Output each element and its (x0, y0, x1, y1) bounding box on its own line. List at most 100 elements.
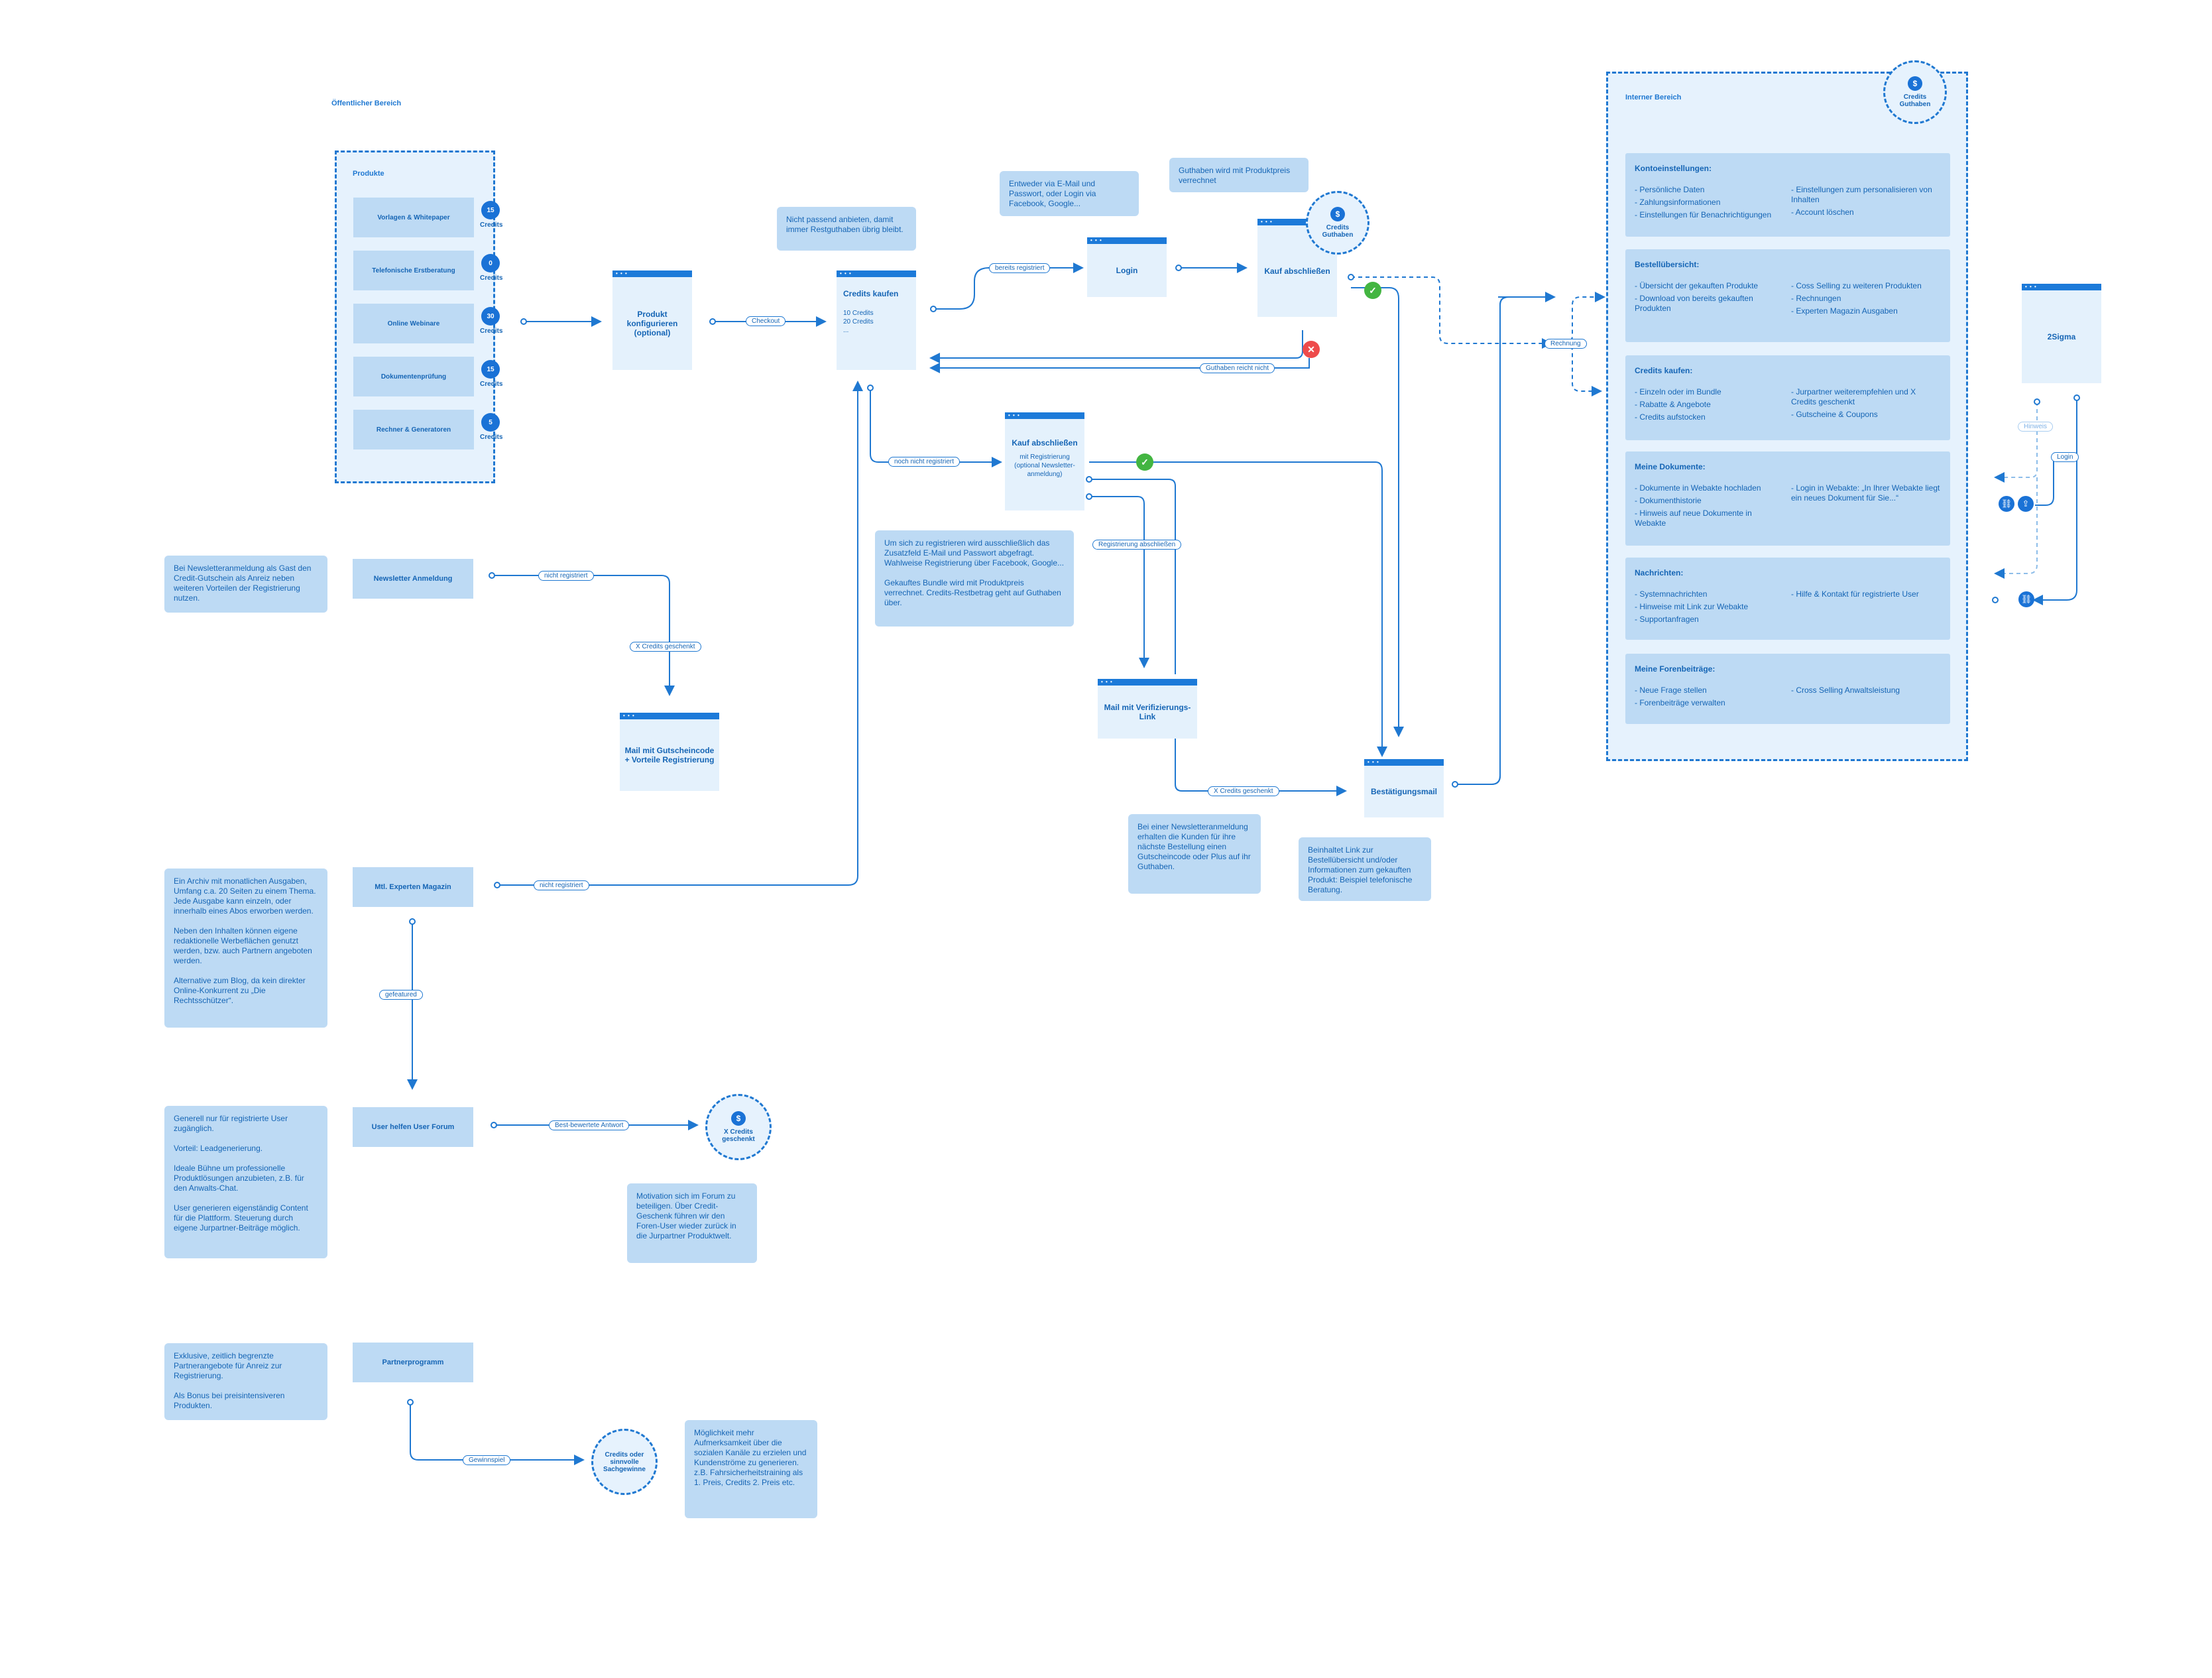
link-icon[interactable]: ⛓ (1999, 496, 2014, 512)
checkout-unregistered-screen[interactable]: Kauf abschließen mit Registrierung (opti… (1005, 412, 1084, 510)
internal-section-item[interactable]: - Einstellungen für Benachrichtigungen (1635, 210, 1772, 219)
credits-count-badge: 30 (481, 307, 500, 326)
expert-magazine-box[interactable]: Mtl. Experten Magazin (353, 867, 473, 907)
internal-section-item[interactable]: - Supportanfragen (1635, 615, 1699, 624)
sigma-title: 2Sigma (2047, 332, 2076, 341)
internal-section-left-column: - Neue Frage stellen - Forenbeiträge verw… (1635, 686, 1784, 711)
login-screen[interactable]: Login (1087, 237, 1167, 297)
internal-section-item[interactable]: - Einzeln oder im Bundle (1635, 387, 1721, 396)
internal-section[interactable]: Kontoeinstellungen:- Persönliche Daten- … (1625, 153, 1950, 237)
internal-section-left-column: - Persönliche Daten - Zahlungsinformation… (1635, 185, 1784, 223)
internal-section[interactable]: Meine Dokumente: - Dokumente in Webakte h… (1625, 451, 1950, 546)
internal-section-title: Bestellübersicht: (1635, 260, 1700, 269)
checkout-unregistered-title: Kauf abschließen (1012, 438, 1078, 448)
internal-section-item[interactable]: - Systemnachrichten (1635, 589, 1708, 599)
internal-section-item[interactable]: - Rechnungen (1791, 294, 1841, 303)
internal-section[interactable]: Nachrichten:- Systemnachrichten- Hinweis… (1625, 558, 1950, 640)
credits-caption: Credits (480, 328, 503, 335)
note-registration: Um sich zu registrieren wird ausschließl… (875, 530, 1074, 627)
contest-reward-line2: sinnvolle (610, 1458, 639, 1466)
internal-section-right-column: - Cross Selling Anwaltsleistung (1791, 686, 1941, 711)
badge-subtitle: Guthaben (1322, 231, 1354, 239)
product-item[interactable]: Online Webinare (353, 304, 474, 343)
product-item[interactable]: Vorlagen & Whitepaper (353, 198, 474, 237)
internal-section-item[interactable]: - Neue Frage stellen (1635, 686, 1707, 695)
note-newsletter-guest: Bei Newsletteranmeldung als Gast den Cre… (164, 556, 327, 613)
internal-section-item[interactable]: - Jurpartner weiterempfehlen und X Credi… (1791, 387, 1916, 406)
voucher-mail-title: Mail mit Gutscheincode + Vorteile Regist… (624, 746, 715, 764)
upload-icon[interactable]: ⇪ (2018, 496, 2034, 512)
internal-section-item[interactable]: - Login in Webakte: „In Ihrer Webakte li… (1791, 483, 1940, 503)
buy-credits-option[interactable]: ... (843, 327, 849, 334)
internal-section[interactable]: Meine Forenbeiträge:- Neue Frage stellen… (1625, 654, 1950, 724)
internal-section-item[interactable]: - Zahlungsinformationen (1635, 198, 1721, 207)
link-icon[interactable]: ⛓ (2018, 591, 2034, 607)
internal-section-item[interactable]: - Experten Magazin Ausgaben (1791, 306, 1898, 316)
internal-section-left-column: - Einzeln oder im Bundle - Rabatte & Ange… (1635, 387, 1784, 425)
buy-credits-option[interactable]: 10 Credits (843, 310, 874, 317)
partner-program-box[interactable]: Partnerprogramm (353, 1343, 473, 1382)
product-item[interactable]: Dokumentenprüfung (353, 357, 474, 396)
internal-section-item[interactable]: - Cross Selling Anwaltsleistung (1791, 686, 1900, 695)
public-area-label: Öffentlicher Bereich (331, 99, 402, 107)
internal-area-region: Interner Bereich $ Credits Guthaben Kont… (1606, 60, 1968, 761)
contest-reward-line1: Credits oder (605, 1451, 644, 1459)
user-forum-box[interactable]: User helfen User Forum (353, 1107, 473, 1147)
internal-section-item[interactable]: - Gutscheine & Coupons (1791, 410, 1878, 419)
product-item[interactable]: Rechner & Generatoren (353, 410, 474, 449)
internal-section-item[interactable]: - Hinweise mit Link zur Webakte (1635, 602, 1749, 611)
internal-section-item[interactable]: - Hilfe & Kontakt für registrierte User (1791, 589, 1919, 599)
edge-label-contest: Gewinnspiel (463, 1455, 511, 1465)
success-check-icon: ✓ (1364, 282, 1381, 299)
internal-section-item[interactable]: - Dokumente in Webakte hochladen (1635, 483, 1761, 493)
note-forum: Generell nur für registrierte User zugän… (164, 1106, 327, 1258)
buy-credits-title: Credits kaufen (843, 289, 899, 298)
verify-mail-screen[interactable]: Mail mit Verifizierungs-Link (1098, 679, 1197, 739)
buy-credits-screen[interactable]: Credits kaufen 10 Credits 20 Credits ... (837, 270, 916, 370)
configure-screen[interactable]: Produkt konfigurieren (optional) (612, 270, 692, 370)
internal-section-item[interactable]: - Persönliche Daten (1635, 185, 1705, 194)
sigma-screen[interactable]: 2Sigma (2022, 284, 2101, 383)
internal-section-item[interactable]: - Credits aufstocken (1635, 412, 1706, 422)
internal-section-right-column: - Einstellungen zum personalisieren von … (1791, 185, 1941, 223)
newsletter-signup-box[interactable]: Newsletter Anmeldung (353, 559, 473, 599)
internal-section-item[interactable]: - Dokumenthistorie (1635, 496, 1702, 505)
internal-section-item[interactable]: - Coss Selling zu weiteren Produkten (1791, 281, 1922, 290)
product-item[interactable]: Telefonische Erstberatung (353, 251, 474, 290)
internal-section-left-column: - Systemnachrichten - Hinweise mit Link z… (1635, 589, 1784, 627)
credits-caption: Credits (480, 434, 503, 441)
internal-section-item[interactable]: - Einstellungen zum personalisieren von … (1791, 185, 1932, 204)
internal-section[interactable]: Credits kaufen:- Einzeln oder im Bundle-… (1625, 355, 1950, 440)
internal-section-right-column: - Login in Webakte: „In Ihrer Webakte li… (1791, 483, 1941, 531)
internal-section-title: Meine Dokumente: (1635, 462, 1706, 471)
coin-icon: $ (1908, 76, 1922, 91)
voucher-mail-screen[interactable]: Mail mit Gutscheincode + Vorteile Regist… (620, 713, 719, 791)
edge-label-checkout: Checkout (746, 316, 786, 326)
credits-count-badge: 15 (481, 201, 500, 219)
internal-section-item[interactable]: - Account löschen (1791, 208, 1854, 217)
edge-label-invoice: Rechnung (1544, 339, 1587, 349)
internal-section-item[interactable]: - Hinweis auf neue Dokumente in Webakte (1635, 509, 1752, 528)
coin-icon: $ (731, 1111, 746, 1126)
internal-section-right-column: - Coss Selling zu weiteren Produkten - Re… (1791, 281, 1941, 319)
note-forum-motivation: Motivation sich im Forum zu beteiligen. … (627, 1183, 757, 1263)
checkout-registered-title: Kauf abschließen (1264, 267, 1330, 276)
forum-reward-line1: X Credits (724, 1128, 753, 1136)
edge-label-credit-gift: X Credits geschenkt (1208, 786, 1279, 796)
internal-section-title: Credits kaufen: (1635, 366, 1693, 375)
internal-section-item[interactable]: - Forenbeiträge verwalten (1635, 698, 1725, 707)
edge-label-not-registered: noch nicht registriert (888, 457, 960, 467)
internal-section-title: Kontoeinstellungen: (1635, 164, 1712, 173)
internal-section-item[interactable]: - Übersicht der gekauften Produkte (1635, 281, 1759, 290)
buy-credits-options: 10 Credits 20 Credits ... (843, 309, 874, 335)
buy-credits-option[interactable]: 20 Credits (843, 318, 874, 326)
confirmation-mail-screen[interactable]: Bestätigungsmail (1364, 759, 1444, 817)
credits-count-badge: 5 (481, 413, 500, 432)
edge-label-magazine-not-registered: nicht registriert (534, 880, 589, 890)
confirmation-mail-title: Bestätigungsmail (1370, 787, 1438, 796)
internal-section-item[interactable]: - Download von bereits gekauften Produkt… (1635, 294, 1753, 313)
internal-section[interactable]: Bestellübersicht: - Übersicht der gekauft… (1625, 249, 1950, 342)
credits-caption: Credits (480, 274, 503, 282)
internal-section-left-column: - Dokumente in Webakte hochladen - Dokume… (1635, 483, 1784, 531)
internal-section-item[interactable]: - Rabatte & Angebote (1635, 400, 1711, 409)
